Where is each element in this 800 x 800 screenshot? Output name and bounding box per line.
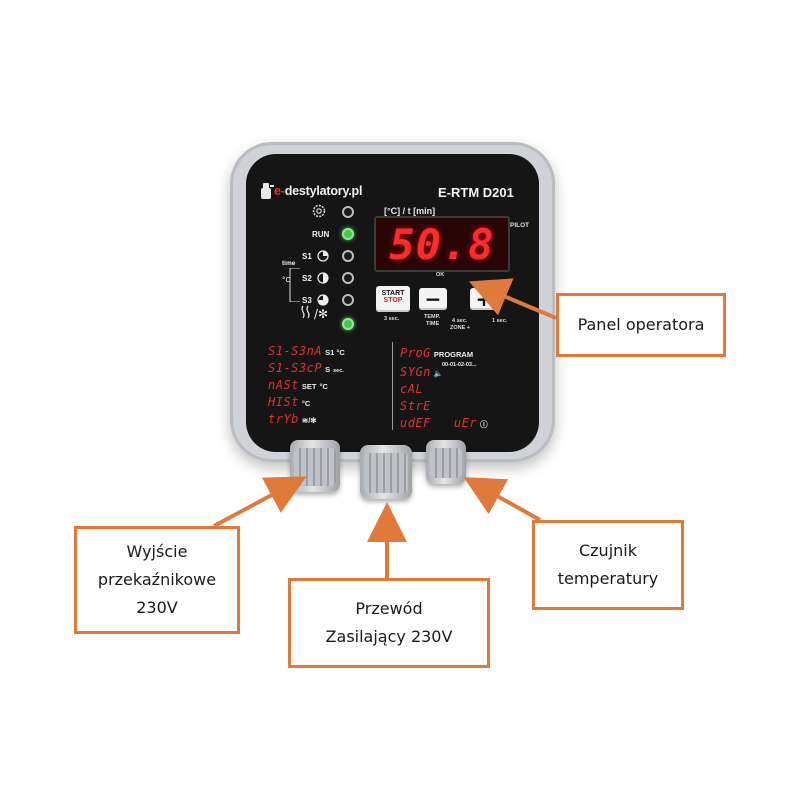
minus-glyph: − [424, 287, 442, 311]
menu-item: HISt°C [268, 395, 311, 409]
model-label: E-RTM D201 [438, 185, 514, 200]
run-led [342, 228, 354, 240]
power-cable-gland [360, 445, 412, 499]
callout-power-cable: Przewód Zasilający 230V [288, 578, 490, 668]
callout-relay-output: Wyjście przekaźnikowe 230V [74, 526, 240, 634]
start-label: START [381, 290, 405, 297]
indicator-led [342, 206, 354, 218]
callout-operator-panel: Panel operatora [556, 293, 726, 357]
minus-button[interactable]: − [419, 288, 447, 310]
stop-label: STOP [383, 297, 403, 304]
s2-label: S2 [302, 274, 312, 283]
output-led [342, 318, 354, 330]
display-unit-label: [°C] / t [min] [384, 206, 436, 216]
s2-led [342, 272, 354, 284]
panel-arrow [468, 278, 557, 320]
relay-arrow [213, 476, 307, 528]
zone-hint-sec: 4 sec. [452, 318, 468, 324]
start-stop-button[interactable]: START STOP [376, 286, 410, 312]
s1-led [342, 250, 354, 262]
brand-logo: e-destylatory.pl [274, 184, 363, 198]
menu-item: StrE [400, 399, 431, 413]
s3-label: S3 [302, 296, 312, 305]
led-display: 50.8 [374, 216, 510, 272]
heat-cool-icon: /✻ [301, 305, 328, 321]
stage-pie-icons [317, 250, 329, 306]
run-label: RUN [312, 230, 330, 239]
sensor-arrow [463, 477, 541, 522]
minus-hint-temp: TEMP. [424, 314, 441, 320]
pilot-label: PILOT [510, 222, 530, 229]
plus-hint: 1 sec. [492, 318, 508, 324]
menu-item: cAL [400, 382, 424, 396]
sensor-cable-gland [426, 440, 466, 484]
display-value: 50.8 [389, 220, 495, 269]
svg-text:/✻: /✻ [314, 307, 328, 321]
svg-text:°C: °C [282, 276, 291, 284]
distiller-logo-icon [261, 183, 274, 199]
menu-item: trYb≋/✻ [268, 412, 317, 426]
minus-hint-time: TIME [426, 321, 440, 327]
s1-label: S1 [302, 252, 312, 261]
zone-hint-label: ZONE + [450, 325, 471, 331]
start-hint: 3 sec. [384, 316, 400, 322]
callout-temperature-sensor: Czujnik temperatury [532, 520, 684, 610]
menu-item-sub: 00-01-02-03... [442, 362, 477, 368]
gear-icon [312, 204, 326, 218]
menu-item: SYGn🔈 [400, 365, 444, 379]
menu-divider [392, 342, 393, 430]
s3-led [342, 294, 354, 306]
time-label: time [282, 260, 296, 267]
ok-label: OK [436, 272, 445, 278]
timer-bracket-icon: °C [282, 268, 300, 302]
